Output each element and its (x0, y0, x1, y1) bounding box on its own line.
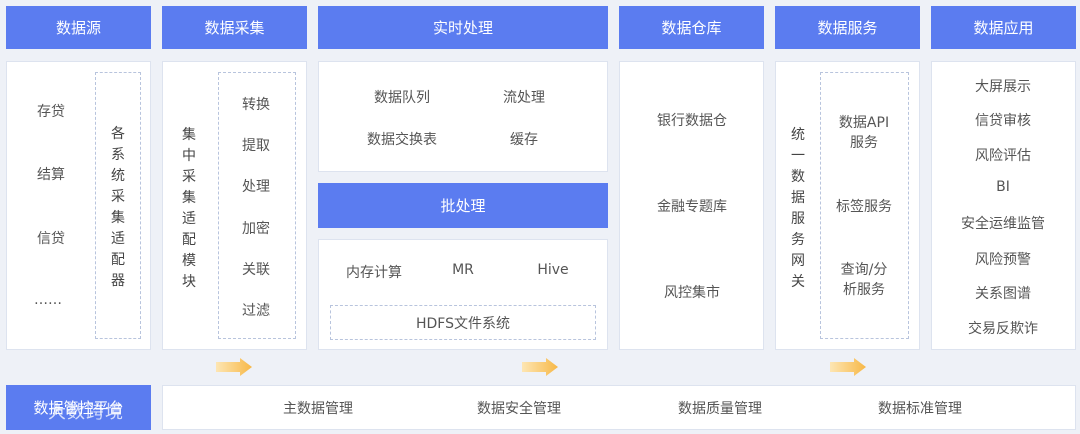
governance-item: 主数据管理 (283, 401, 353, 417)
warehouse-panel (619, 61, 764, 350)
app-item: 交易反欺诈 (968, 321, 1038, 337)
collect-item: 提取 (242, 138, 270, 154)
app-item: 风险评估 (975, 148, 1031, 164)
realtime-item: 流处理 (503, 90, 545, 106)
header-data-warehouse: 数据仓库 (619, 6, 764, 49)
governance-panel (162, 385, 1076, 430)
hdfs-dashed-box (330, 305, 596, 340)
app-item: 大屏展示 (975, 79, 1031, 95)
app-item: 风险预警 (975, 252, 1031, 268)
warehouse-item: 银行数据仓 (657, 113, 727, 129)
collection-module-label: 集中采集适配模块 (182, 127, 196, 290)
source-item: 信贷 (37, 231, 65, 247)
source-item: …… (34, 292, 62, 308)
collect-item: 加密 (242, 221, 270, 237)
realtime-item: 数据交换表 (367, 132, 437, 148)
batch-item: 内存计算 (346, 265, 402, 281)
data-source-panel (6, 61, 151, 350)
app-item: BI (996, 179, 1010, 195)
service-dashed-box (820, 72, 909, 339)
governance-item: 数据安全管理 (477, 401, 561, 417)
adapter-vertical-label: 各系统采集适配器 (111, 126, 125, 289)
collect-item: 处理 (242, 179, 270, 195)
realtime-panel (318, 61, 608, 172)
app-item: 关系图谱 (975, 286, 1031, 302)
header-data-application: 数据应用 (931, 6, 1076, 49)
governance-item: 数据标准管理 (878, 401, 962, 417)
realtime-item: 数据队列 (374, 90, 430, 106)
collect-item: 转换 (242, 97, 270, 113)
collection-dashed-box (218, 72, 296, 339)
arrow-right-icon (522, 358, 558, 376)
service-item: 查询/分析服务 (840, 262, 888, 298)
source-item: 存贷 (37, 104, 65, 120)
warehouse-item: 风控集市 (664, 285, 720, 301)
governance-platform-header: 数据管控平台 (6, 385, 151, 430)
governance-item: 数据质量管理 (678, 401, 762, 417)
batch-item: MR (452, 262, 474, 278)
hdfs-label: HDFS文件系统 (415, 316, 511, 332)
app-item: 安全运维监管 (961, 216, 1045, 232)
warehouse-item: 金融专题库 (657, 199, 727, 215)
collect-item: 过滤 (242, 303, 270, 319)
batch-item: Hive (537, 262, 569, 278)
header-data-source: 数据源 (6, 6, 151, 49)
application-panel (931, 61, 1076, 350)
service-gateway-label: 统一数据服务网关 (791, 127, 805, 290)
realtime-item: 缓存 (510, 132, 538, 148)
service-panel (775, 61, 920, 350)
batch-panel (318, 239, 608, 350)
watermark: 大数跨境 (48, 402, 124, 423)
header-data-service: 数据服务 (775, 6, 920, 49)
source-item: 结算 (37, 167, 65, 183)
service-item: 数据API服务 (838, 115, 890, 151)
collection-panel (162, 61, 307, 350)
header-data-collection: 数据采集 (162, 6, 307, 49)
collect-item: 关联 (242, 262, 270, 278)
arrow-right-icon (216, 358, 252, 376)
arrow-right-icon (830, 358, 866, 376)
app-item: 信贷审核 (975, 113, 1031, 129)
adapter-dashed-box (95, 72, 141, 339)
header-realtime-processing: 实时处理 (318, 6, 608, 49)
service-item: 标签服务 (836, 199, 892, 215)
batch-processing-header: 批处理 (318, 183, 608, 228)
